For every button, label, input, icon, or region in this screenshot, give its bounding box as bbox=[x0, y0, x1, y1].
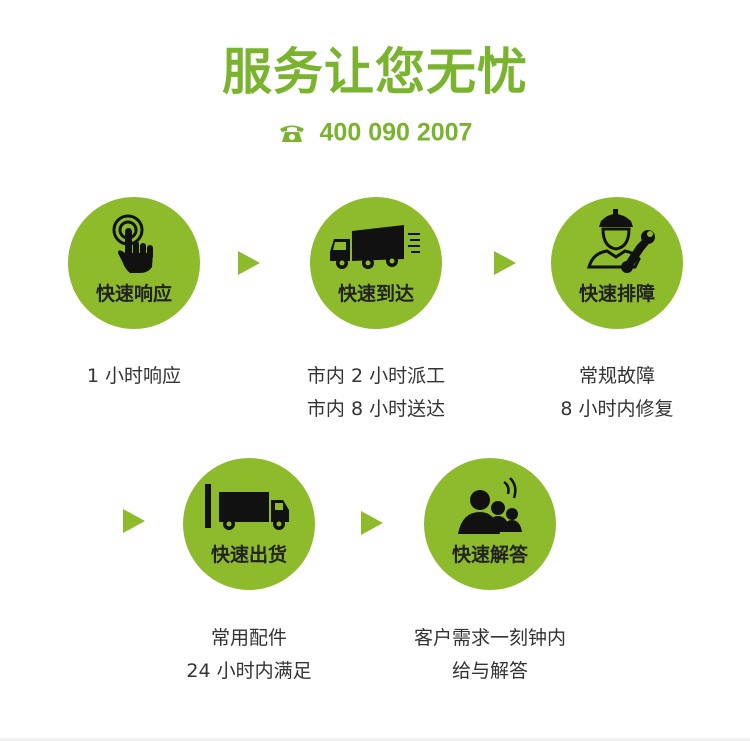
step-circle-fast-repair: 快速排障 bbox=[551, 197, 683, 329]
arrow-right-icon bbox=[361, 511, 383, 535]
hotline: 400 090 2007 bbox=[0, 116, 750, 149]
step-description: 客户需求一刻钟内 给与解答 bbox=[360, 622, 620, 688]
description-line: 市内 8 小时送达 bbox=[306, 398, 446, 420]
description-line: 客户需求一刻钟内 bbox=[413, 627, 566, 649]
description-line: 给与解答 bbox=[451, 660, 528, 682]
description-line: 常规故障 bbox=[578, 365, 655, 387]
step-label: 快速排障 bbox=[578, 283, 655, 305]
step-circle-fast-shipping: 快速出货 bbox=[183, 458, 315, 590]
step-circle-fast-answer: 快速解答 bbox=[424, 458, 556, 590]
delivery-truck-icon bbox=[330, 225, 420, 269]
step-description: 常用配件 24 小时内满足 bbox=[119, 622, 379, 688]
support-team-icon bbox=[458, 477, 522, 534]
step-circle-fast-arrival: 快速到达 bbox=[310, 197, 442, 329]
description-line: 24 小时内满足 bbox=[186, 660, 312, 682]
page-title: 服务让您无忧 bbox=[222, 43, 528, 101]
step-label: 快速到达 bbox=[337, 283, 414, 305]
phone-number: 400 090 2007 bbox=[319, 118, 473, 147]
telephone-icon bbox=[279, 125, 304, 142]
description-line: 8 小时内修复 bbox=[560, 398, 674, 420]
step-circle-fast-response: 快速响应 bbox=[68, 197, 200, 329]
description-line: 常用配件 bbox=[210, 627, 287, 649]
step-label: 快速出货 bbox=[210, 544, 287, 566]
step-label: 快速解答 bbox=[451, 544, 528, 566]
arrow-right-icon bbox=[238, 251, 260, 275]
bottom-divider bbox=[0, 738, 750, 741]
description-line: 1 小时响应 bbox=[86, 365, 182, 387]
step-description: 常规故障 8 小时内修复 bbox=[487, 360, 747, 426]
step-label: 快速响应 bbox=[95, 283, 172, 305]
step-description: 市内 2 小时派工 市内 8 小时送达 bbox=[246, 360, 506, 426]
cargo-truck-icon bbox=[205, 484, 289, 530]
repair-worker-icon bbox=[587, 209, 655, 273]
arrow-right-icon bbox=[494, 251, 516, 275]
arrow-right-icon bbox=[123, 509, 145, 533]
step-description: 1 小时响应 bbox=[4, 360, 264, 393]
touch-hand-icon bbox=[112, 214, 153, 273]
description-line: 市内 2 小时派工 bbox=[306, 365, 446, 387]
